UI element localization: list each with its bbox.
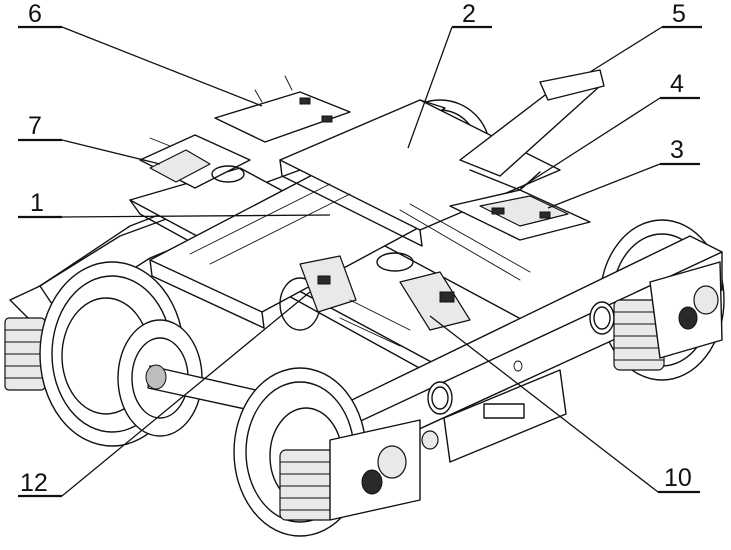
front-left-wheel: [39, 261, 203, 447]
callout-1: 1: [18, 189, 331, 219]
upper-left-equipment: [139, 75, 351, 189]
callout-1-label: 1: [30, 189, 44, 217]
rear-axlebox: [613, 261, 723, 371]
traction-arm: [459, 69, 605, 191]
callout-3: 3: [547, 136, 700, 209]
callout-3-label: 3: [670, 136, 684, 164]
callout-4-label: 4: [670, 70, 684, 98]
callout-7: 7: [18, 112, 161, 165]
callout-4: 4: [519, 70, 700, 189]
callout-10: 10: [429, 315, 700, 494]
callout-12-label: 12: [20, 469, 48, 497]
callout-2-label: 2: [462, 0, 476, 28]
callout-5-label: 5: [672, 0, 686, 28]
callout-7-label: 7: [28, 112, 42, 140]
front-axlebox: [279, 419, 439, 521]
callout-2: 2: [407, 0, 492, 149]
callout-6: 6: [18, 0, 263, 107]
callout-5: 5: [589, 0, 702, 73]
callout-6-label: 6: [28, 0, 42, 28]
left-spring-stack: [4, 317, 46, 391]
callout-12: 12: [18, 291, 311, 498]
callout-10-label: 10: [664, 464, 692, 492]
upper-right-equipment: [399, 189, 591, 281]
middle-mechanism: [279, 252, 471, 347]
